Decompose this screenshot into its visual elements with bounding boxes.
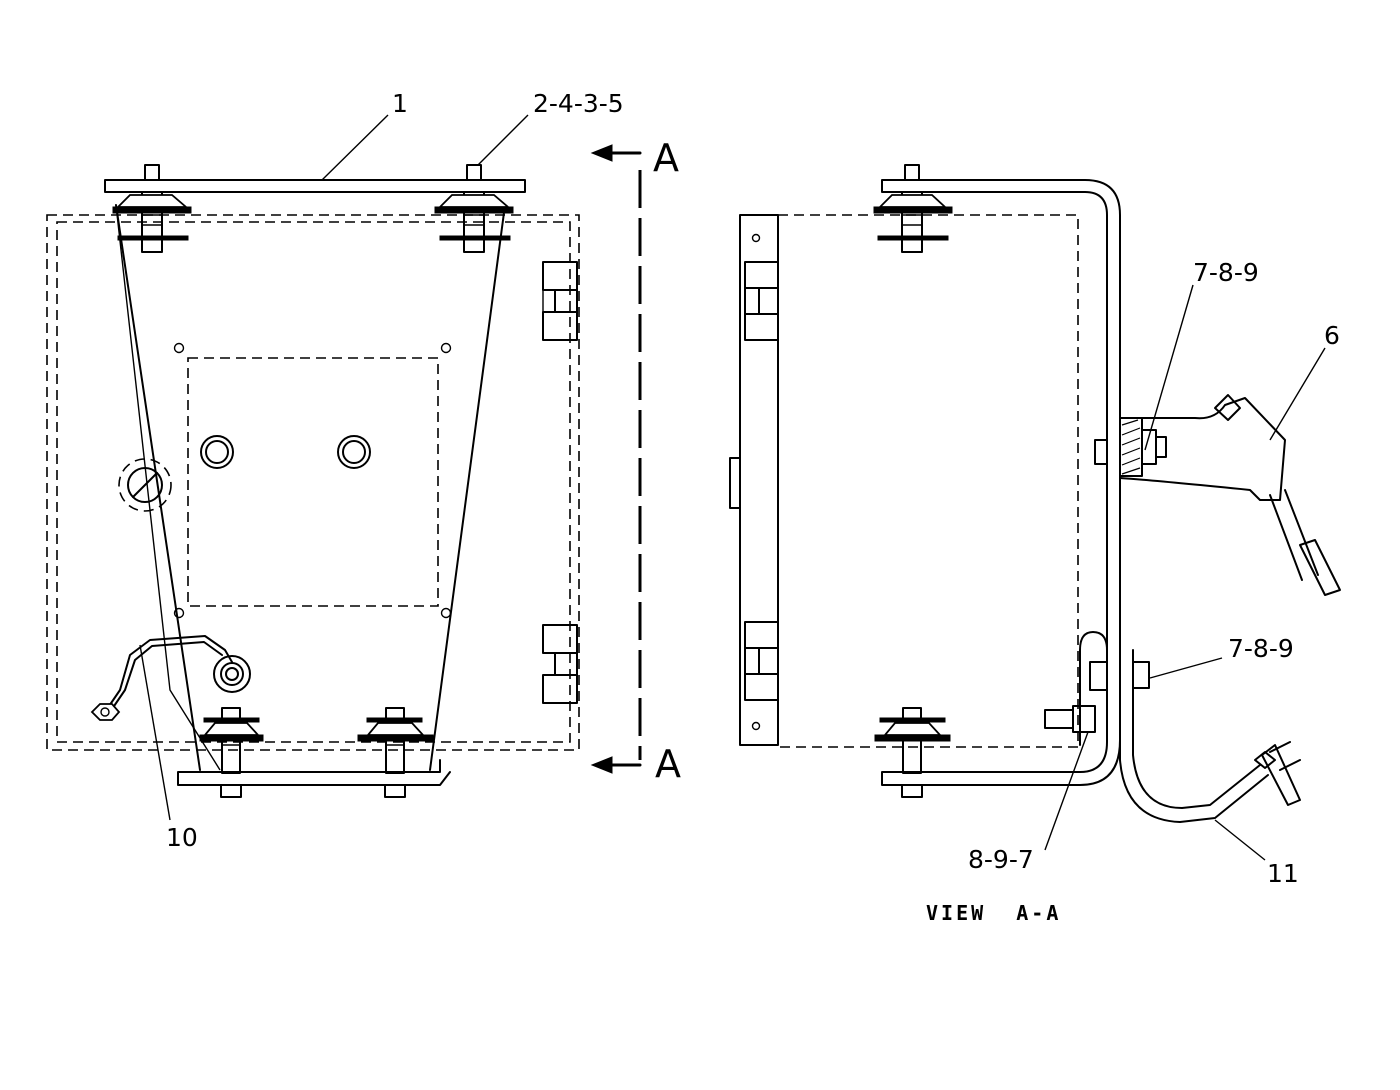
side-clip xyxy=(1044,631,1108,746)
mount-bracket-6 xyxy=(1119,394,1341,596)
section-line xyxy=(590,144,642,774)
bent-bracket xyxy=(881,179,1121,786)
bolt-assembly xyxy=(874,707,951,798)
mount-hole xyxy=(173,607,185,619)
inner-panel-outline xyxy=(187,357,439,607)
view-title: VIEW A-A xyxy=(926,901,1061,925)
callout-11: 11 xyxy=(1267,859,1299,888)
mount-hole xyxy=(440,342,452,354)
panel-stud xyxy=(337,435,371,469)
section-label-top: A xyxy=(653,136,679,180)
callout-6: 6 xyxy=(1324,321,1340,350)
callout-7-8-9-lower: 7-8-9 xyxy=(1228,634,1294,663)
callout-7-8-9-upper: 7-8-9 xyxy=(1193,258,1259,287)
top-bracket xyxy=(104,179,526,193)
callout-2-4-3-5: 2-4-3-5 xyxy=(533,89,624,118)
plate-inner-edge xyxy=(115,204,221,771)
hinge-bottom xyxy=(542,624,578,704)
bolt-assembly xyxy=(357,707,434,798)
mount-hole xyxy=(173,342,185,354)
callout-8-9-7: 8-9-7 xyxy=(968,845,1034,874)
callout-10: 10 xyxy=(166,823,198,852)
enclosure-outline-section xyxy=(777,214,1079,748)
bolt-assembly xyxy=(434,164,514,253)
tapered-plate-edges xyxy=(115,204,506,771)
callout-1: 1 xyxy=(392,89,408,118)
bolt-assembly xyxy=(112,164,192,253)
section-label-bottom: A xyxy=(655,742,681,786)
enclosure-inner-outline xyxy=(56,221,571,743)
section-view xyxy=(729,164,1341,823)
enclosure-outline xyxy=(46,214,580,751)
hinge-top xyxy=(542,261,578,341)
bottom-bracket xyxy=(177,759,451,786)
callout-leaders xyxy=(139,114,1326,861)
lock-icon xyxy=(118,458,172,512)
bolt-assembly xyxy=(199,707,264,798)
mount-hole xyxy=(440,607,452,619)
bolt-assembly xyxy=(873,164,953,253)
panel-stud xyxy=(200,435,234,469)
ground-strap xyxy=(90,635,251,721)
strap-bracket-11 xyxy=(1119,649,1301,823)
front-view xyxy=(46,164,580,798)
